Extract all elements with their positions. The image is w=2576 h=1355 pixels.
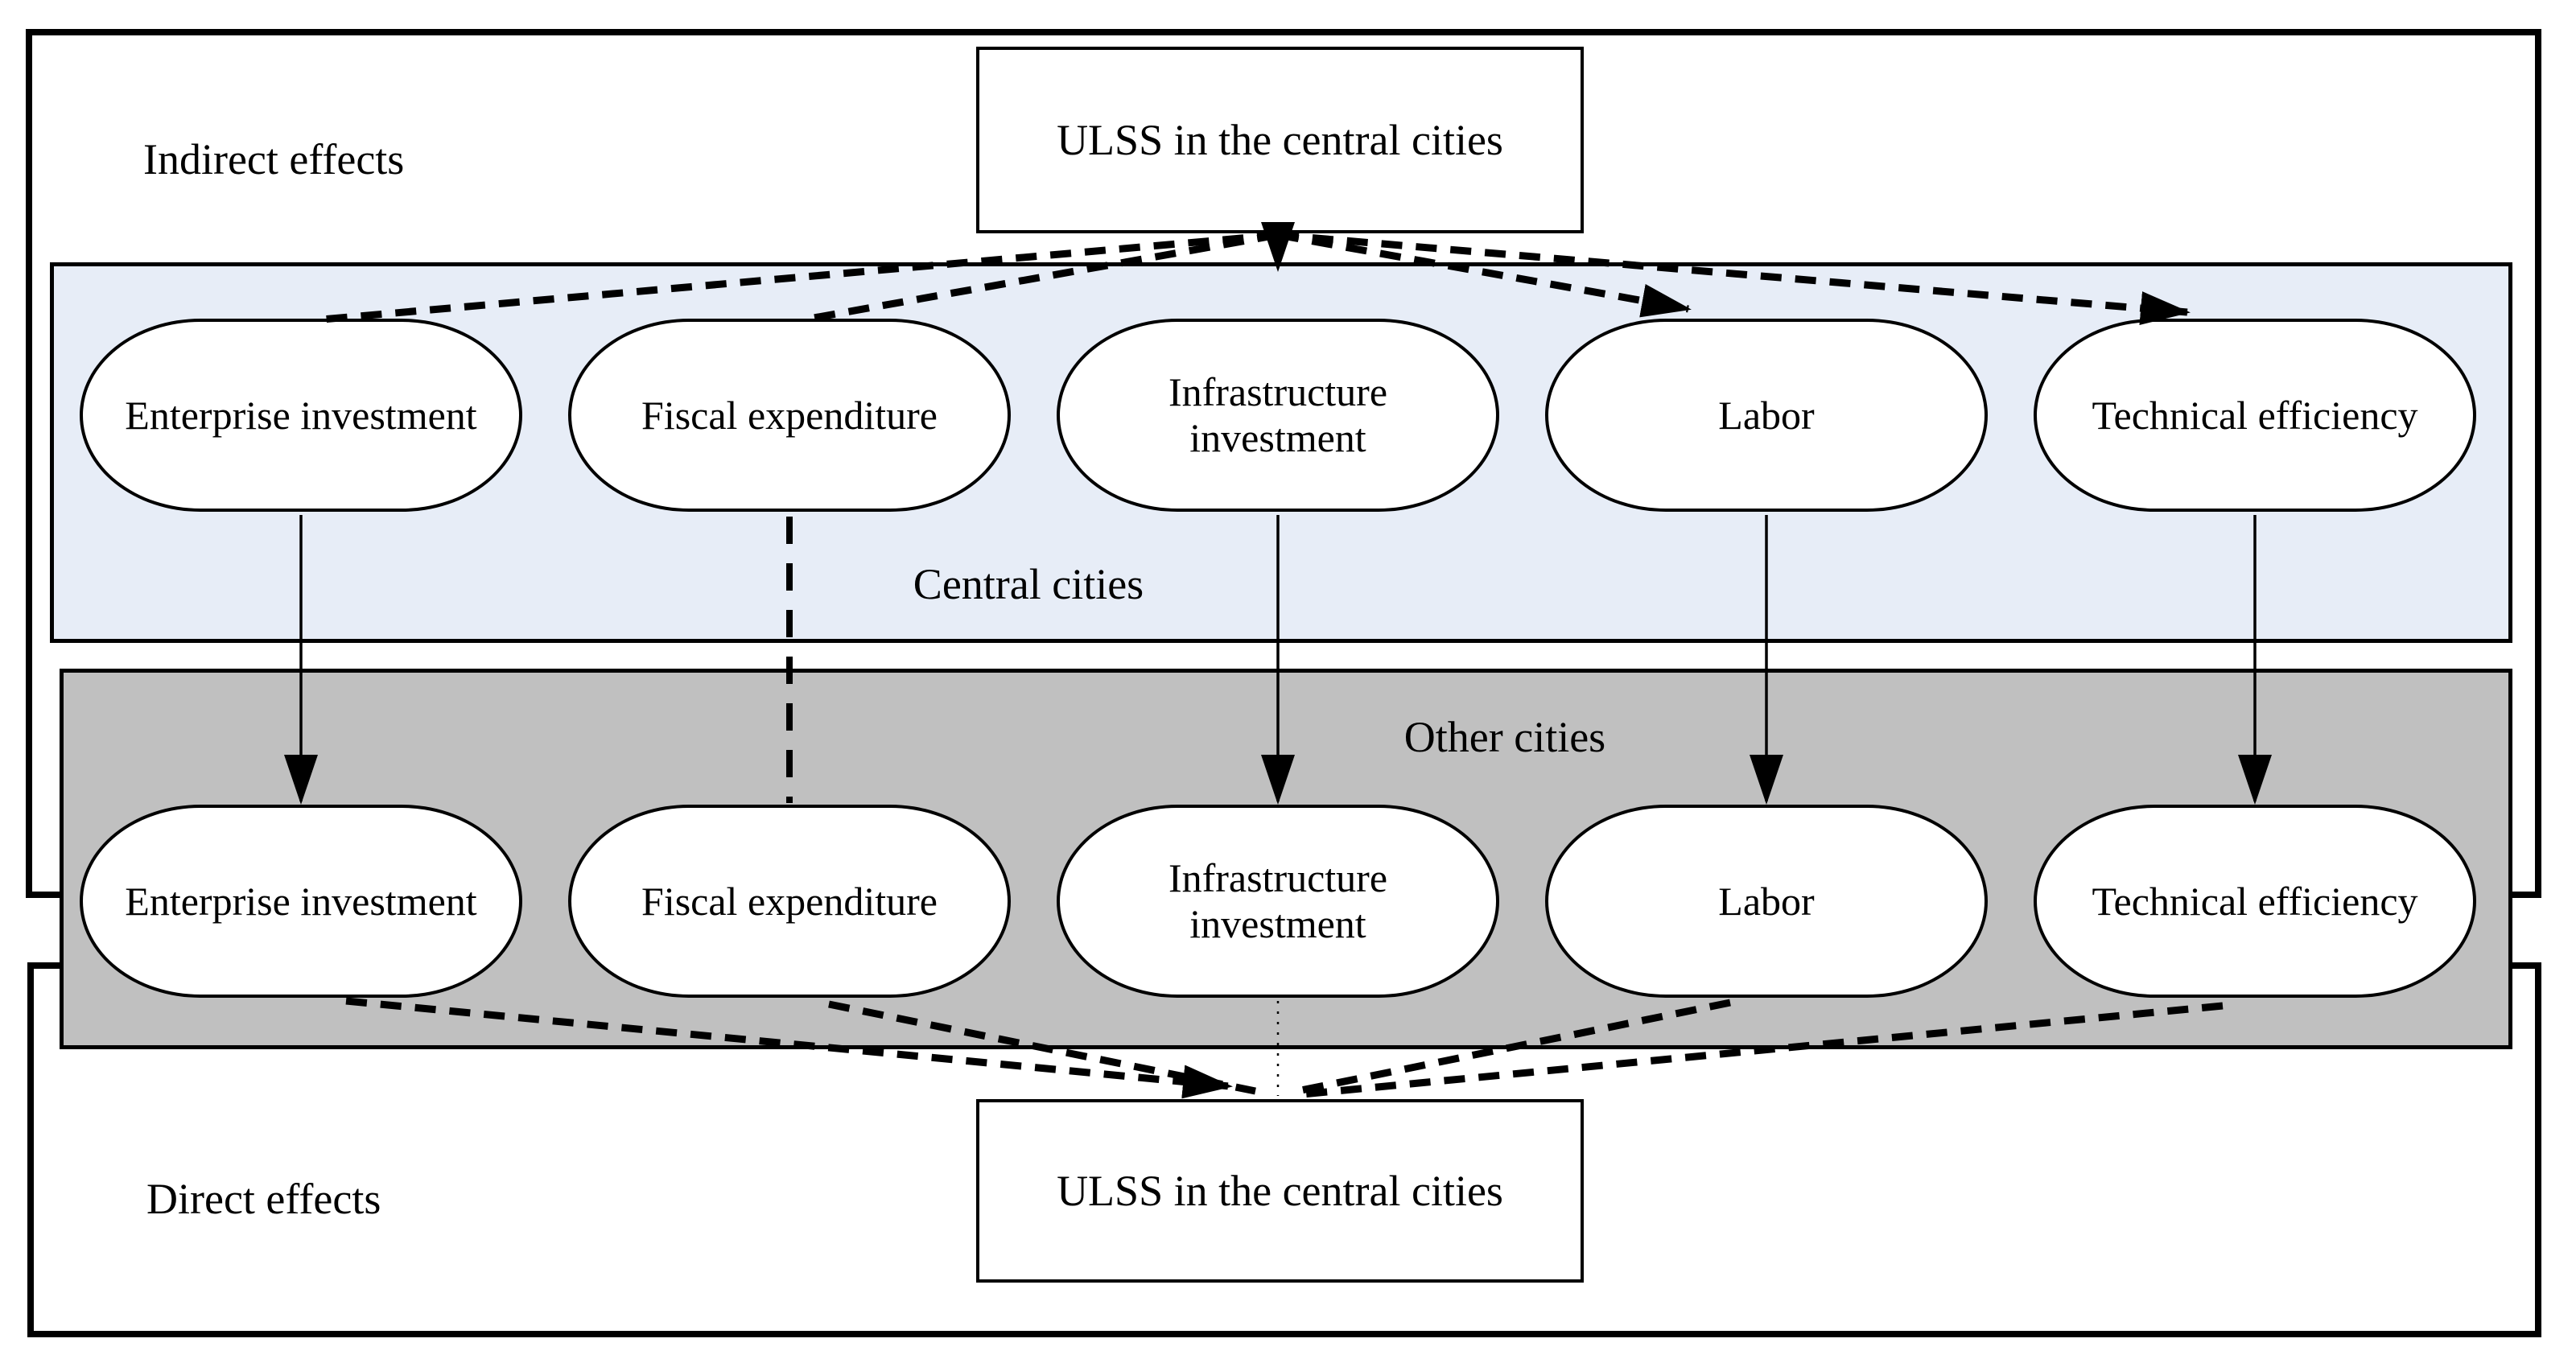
node-central-enterprise-investment: Enterprise investment: [80, 319, 522, 512]
node-other-infrastructure-investment: Infrastructure investment: [1057, 805, 1499, 998]
node-label: Labor: [1718, 878, 1815, 924]
node-other-labor: Labor: [1545, 805, 1988, 998]
node-label: Fiscal expenditure: [641, 878, 938, 924]
ulss-bottom-box-label: ULSS in the central cities: [1057, 1167, 1503, 1215]
node-label: Fiscal expenditure: [641, 392, 938, 438]
node-label: Technical efficiency: [2092, 392, 2418, 438]
ulss-top-box: ULSS in the central cities: [976, 47, 1584, 233]
node-label: Enterprise investment: [125, 878, 477, 924]
ulss-top-box-label: ULSS in the central cities: [1057, 116, 1503, 164]
other-cities-label: Other cities: [1403, 713, 1606, 761]
node-central-fiscal-expenditure: Fiscal expenditure: [568, 319, 1011, 512]
direct-effects-label: Direct effects: [146, 1175, 381, 1223]
central-cities-label: Central cities: [913, 560, 1144, 608]
indirect-effects-label: Indirect effects: [143, 135, 405, 183]
node-central-technical-efficiency: Technical efficiency: [2034, 319, 2476, 512]
node-other-fiscal-expenditure: Fiscal expenditure: [568, 805, 1011, 998]
node-label: Enterprise investment: [125, 392, 477, 438]
node-central-infrastructure-investment: Infrastructure investment: [1057, 319, 1499, 512]
node-label: Infrastructure investment: [1168, 369, 1388, 460]
node-other-enterprise-investment: Enterprise investment: [80, 805, 522, 998]
ulss-bottom-box: ULSS in the central cities: [976, 1099, 1584, 1283]
node-other-technical-efficiency: Technical efficiency: [2034, 805, 2476, 998]
node-label: Technical efficiency: [2092, 878, 2418, 924]
node-label: Labor: [1718, 392, 1815, 438]
node-central-labor: Labor: [1545, 319, 1988, 512]
node-label: Infrastructure investment: [1168, 855, 1388, 946]
